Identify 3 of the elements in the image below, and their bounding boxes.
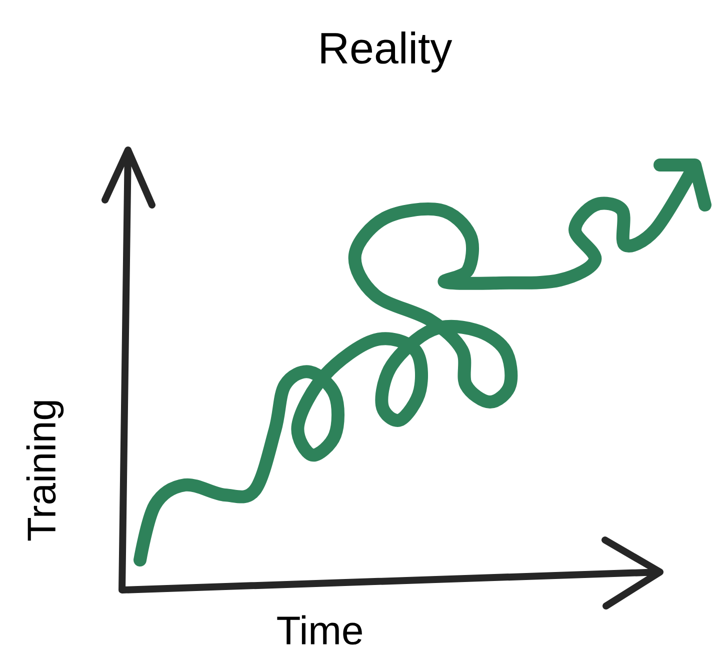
axis-label: Training — [26, 401, 64, 541]
title: Reality — [321, 32, 452, 72]
axis-label: Time — [277, 615, 362, 645]
